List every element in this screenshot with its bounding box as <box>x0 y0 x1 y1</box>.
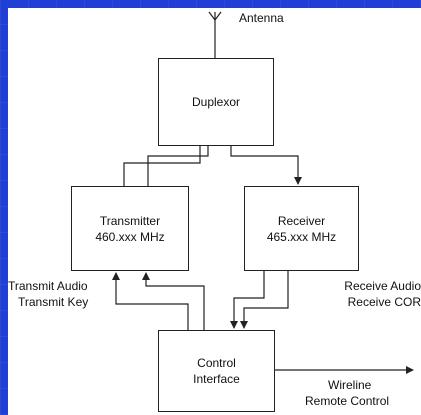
receive-audio-label: Receive Audio <box>344 279 421 293</box>
transmitter-box: Transmitter 460.xxx MHz <box>71 186 189 271</box>
receiver-box: Receiver 465.xxx MHz <box>244 186 359 271</box>
transmit-key-label: Transmit Key <box>18 295 89 309</box>
transmitter-name: Transmitter <box>99 213 161 228</box>
transmitter-frequency: 460.xxx MHz <box>95 229 165 244</box>
control-interface-box: Control Interface <box>158 330 275 412</box>
receiver-to-control-line-2 <box>240 270 289 329</box>
control-to-transmitter-line-2 <box>142 272 205 330</box>
receiver-frequency: 465.xxx MHz <box>266 229 337 244</box>
control-label-line1: Control <box>197 356 236 370</box>
receive-cor-label: Receive COR <box>347 295 421 309</box>
antenna-label: Antenna <box>239 11 284 25</box>
duplexor-label: Duplexor <box>191 95 241 109</box>
control-label-line2: Interface <box>193 372 240 386</box>
diagram-panel: Antenna Duplexor Transmitter 460.xxx MHz… <box>8 8 421 415</box>
wireline-label: Wireline <box>328 378 372 392</box>
receiver-to-control-line-1 <box>230 270 265 329</box>
duplexor-box: Duplexor <box>158 58 274 146</box>
remote-control-label: Remote Control <box>305 394 390 408</box>
receiver-name: Receiver <box>277 213 326 228</box>
transmit-audio-label: Transmit Audio <box>8 279 88 293</box>
control-to-transmitter-line-1 <box>112 272 189 330</box>
antenna-icon <box>208 11 222 58</box>
